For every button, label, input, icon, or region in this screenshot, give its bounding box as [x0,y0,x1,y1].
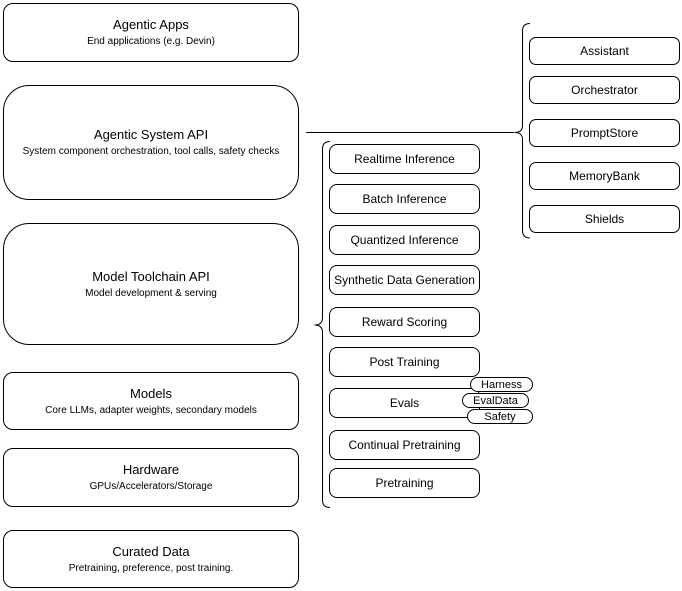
node-label: PromptStore [570,126,639,140]
node-title: Agentic Apps [113,17,189,32]
node-quantized-inference: Quantized Inference [329,225,480,255]
node-title: Model Toolchain API [92,268,210,284]
tag-label: EvalData [473,394,518,407]
node-label: Batch Inference [362,192,447,206]
node-label: Reward Scoring [361,315,448,329]
node-model-toolchain-api: Model Toolchain API Model development & … [3,223,299,345]
node-post-training: Post Training [329,347,480,377]
node-agentic-apps: Agentic Apps End applications (e.g. Devi… [3,3,299,62]
node-shields: Shields [529,205,680,233]
node-label: MemoryBank [569,169,640,183]
node-agentic-system-api: Agentic System API System component orch… [3,85,299,200]
node-orchestrator: Orchestrator [529,76,680,104]
node-title: Hardware [122,462,180,477]
node-curated-data: Curated Data Pretraining, preference, po… [3,530,299,588]
node-evals: Evals [329,388,480,418]
tag-label: Safety [484,410,516,423]
node-label: Quantized Inference [350,233,459,247]
node-label: Shields [584,212,625,226]
node-continual-pretraining: Continual Pretraining [329,430,480,460]
node-subtitle: Model development & serving [85,287,217,299]
node-title: Agentic System API [93,127,209,142]
node-subtitle: Pretraining, preference, post training. [68,562,234,574]
tag-safety: Safety [467,409,533,424]
right-column-brace [514,23,531,239]
middle-column-brace [314,141,331,508]
node-label: Assistant [580,44,629,58]
node-title: Curated Data [112,543,190,559]
node-memorybank: MemoryBank [529,162,680,190]
tag-label: Harness [481,378,522,391]
node-label: Pretraining [375,476,434,490]
node-label: Synthetic Data Generation [334,273,475,287]
node-models: Models Core LLMs, adapter weights, secon… [3,372,299,430]
node-realtime-inference: Realtime Inference [329,144,480,174]
node-subtitle: End applications (e.g. Devin) [87,36,215,47]
node-synthetic-data-generation: Synthetic Data Generation [329,265,480,295]
node-label: Orchestrator [571,83,638,97]
node-assistant: Assistant [529,37,680,65]
node-title: Models [130,385,172,401]
node-label: Post Training [369,355,440,369]
node-label: Evals [389,396,420,410]
node-hardware: Hardware GPUs/Accelerators/Storage [3,448,299,507]
node-promptstore: PromptStore [529,119,680,147]
node-pretraining: Pretraining [329,468,480,498]
tag-evaldata: EvalData [462,393,529,408]
node-label: Continual Pretraining [348,438,461,452]
node-subtitle: System component orchestration, tool cal… [22,146,280,157]
node-subtitle: Core LLMs, adapter weights, secondary mo… [45,404,257,416]
node-subtitle: GPUs/Accelerators/Storage [89,481,213,492]
node-batch-inference: Batch Inference [329,184,480,214]
node-label: Realtime Inference [354,152,455,166]
node-reward-scoring: Reward Scoring [329,307,480,337]
tag-harness: Harness [470,377,533,392]
